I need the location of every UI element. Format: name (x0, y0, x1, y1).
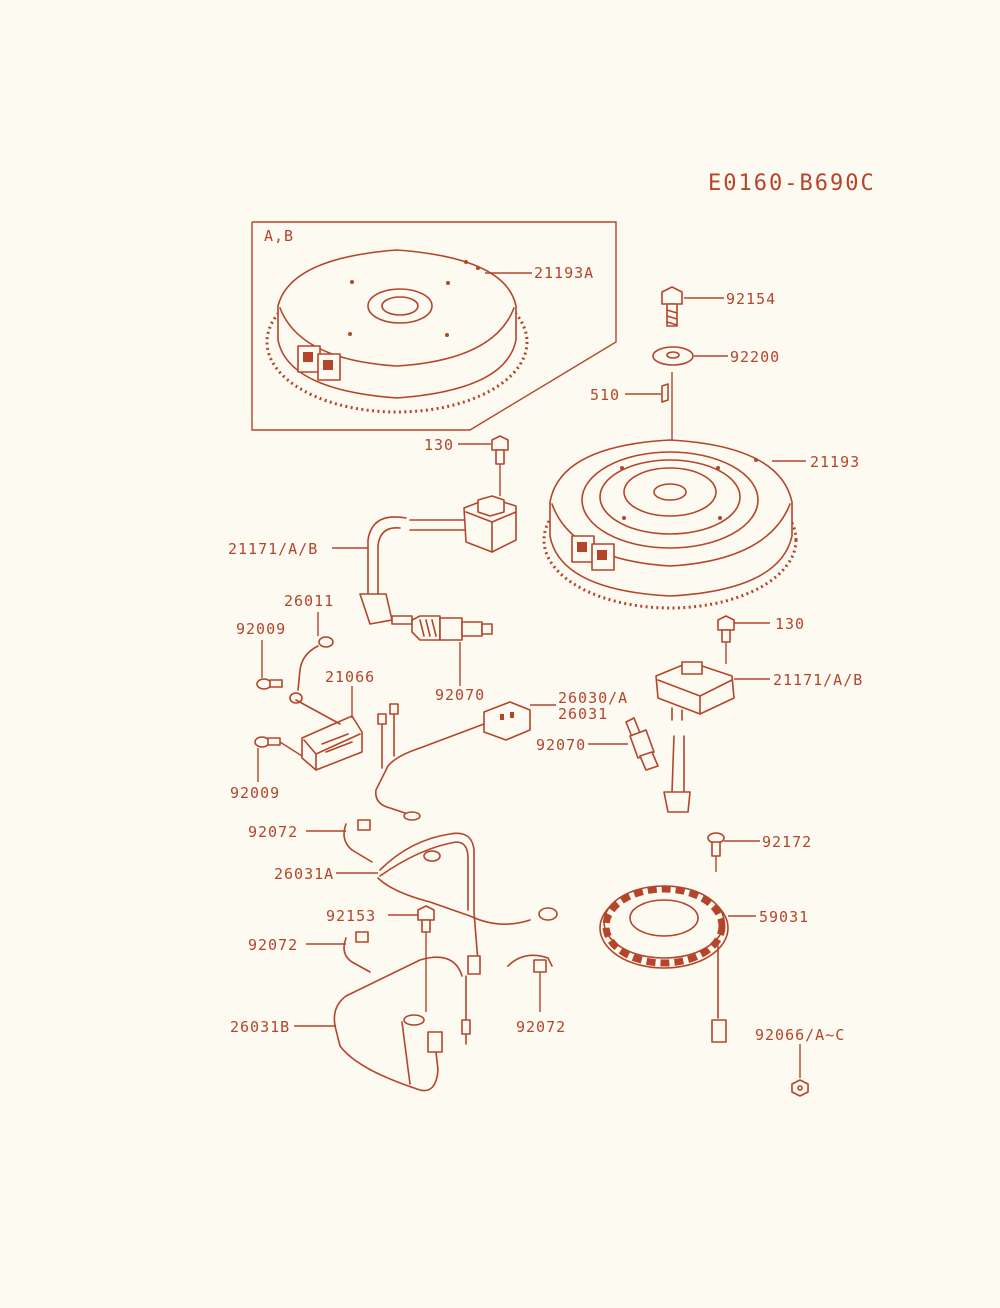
label-92009-upper: 92009 (236, 620, 286, 638)
ignition-coil-upper (332, 495, 517, 625)
label-26031A: 26031A (274, 865, 334, 883)
connector-26030 (374, 701, 556, 821)
label-21171-upper: 21171/A/B (228, 540, 318, 558)
stator-59031 (599, 885, 756, 1043)
label-21171-lower: 21171/A/B (773, 671, 863, 689)
label-92153: 92153 (326, 907, 376, 925)
label-59031: 59031 (759, 908, 809, 926)
flywheel-main (542, 439, 806, 610)
screw-92172 (707, 832, 760, 872)
flywheel-inset (265, 249, 532, 414)
label-92154: 92154 (726, 290, 776, 308)
nut-92066 (791, 1044, 809, 1097)
bolt-92153 (388, 905, 435, 1012)
label-21193A: 21193A (534, 264, 594, 282)
label-21066: 21066 (325, 668, 375, 686)
spark-plug-right (588, 717, 659, 771)
screw-92009-lower (254, 736, 303, 782)
label-92009-lower: 92009 (230, 784, 280, 802)
label-26031: 26031 (558, 705, 608, 723)
bolt-130-lower (717, 615, 770, 664)
label-92072-upper: 92072 (248, 823, 298, 841)
label-92072-right: 92072 (516, 1018, 566, 1036)
label-130-lower: 130 (775, 615, 805, 633)
label-510: 510 (590, 386, 620, 404)
label-92066: 92066/A~C (755, 1026, 845, 1044)
clamp-92072-middle (306, 931, 371, 973)
bolt-130-upper (458, 435, 509, 496)
label-130-upper: 130 (424, 436, 454, 454)
label-92070-right: 92070 (536, 736, 586, 754)
label-26030: 26030/A (558, 689, 628, 707)
spark-plug-left (391, 615, 493, 686)
regulator-21066 (295, 686, 363, 771)
label-92172: 92172 (762, 833, 812, 851)
inset-box: A,B (251, 221, 617, 431)
label-92070-left: 92070 (435, 686, 485, 704)
inset-variant-label: A,B (264, 227, 294, 245)
screw-92009-upper (256, 640, 283, 690)
ignition-coil-lower (655, 661, 770, 813)
harness-26031B (294, 956, 471, 1092)
bolt-92154 (661, 286, 724, 327)
drawing-code: E0160-B690C (708, 171, 876, 196)
harness-26031A (336, 832, 558, 975)
label-92072-middle: 92072 (248, 936, 298, 954)
clamp-92072-upper (306, 819, 373, 863)
label-26011: 26011 (284, 592, 334, 610)
label-26031B: 26031B (230, 1018, 290, 1036)
label-21193: 21193 (810, 453, 860, 471)
lead-wire-26011 (289, 612, 334, 704)
label-92200: 92200 (730, 348, 780, 366)
clamp-92072-right (507, 954, 553, 1012)
washer-92200 (652, 346, 728, 366)
